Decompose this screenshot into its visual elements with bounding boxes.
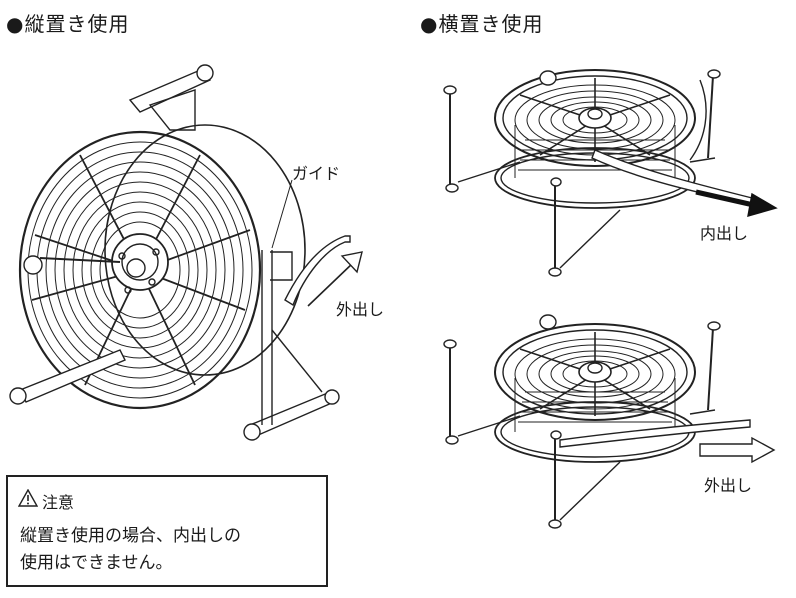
horizontal-reel-inner-illustration bbox=[443, 69, 778, 277]
warning-triangle-icon bbox=[18, 489, 38, 507]
caution-box: 注意 縦置き使用の場合、内出しの 使用はできません。 bbox=[6, 475, 328, 587]
guide-label: ガイド bbox=[292, 164, 341, 183]
caution-title: 注意 bbox=[42, 493, 75, 512]
caution-line-2: 使用はできません。 bbox=[20, 553, 173, 573]
horizontal-reel-outer-illustration bbox=[443, 314, 776, 529]
heading-vertical-use: ●縦置き使用 bbox=[6, 12, 130, 36]
inlet-label-horizontal: 内出し bbox=[700, 224, 749, 243]
caution-line-1: 縦置き使用の場合、内出しの bbox=[20, 526, 241, 546]
vertical-reel-illustration bbox=[9, 64, 363, 441]
caution-body: 縦置き使用の場合、内出しの 使用はできません。 bbox=[20, 523, 241, 577]
outlet-label-vertical: 外出し bbox=[336, 300, 385, 319]
outlet-label-horizontal: 外出し bbox=[704, 476, 753, 495]
heading-horizontal-use: ●横置き使用 bbox=[420, 12, 544, 36]
